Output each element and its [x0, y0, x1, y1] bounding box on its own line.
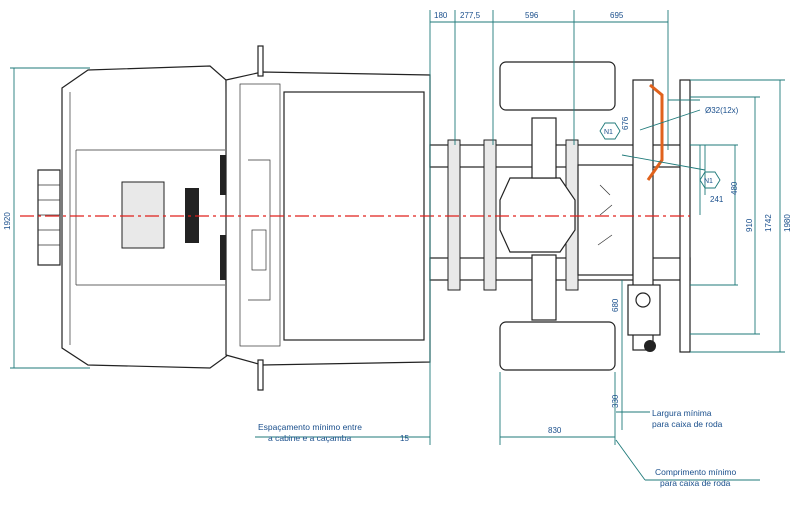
- wheel-bottom: [499, 321, 616, 371]
- callouts: Espaçamento mínimo entre a cabine e a ca…: [258, 408, 737, 488]
- dim-676: 676: [621, 116, 630, 130]
- min-width-label-2: para caixa de roda: [652, 419, 723, 429]
- crossmember-2: [483, 139, 497, 291]
- dim-top-2: 277,5: [460, 11, 481, 20]
- wheels: [499, 61, 616, 371]
- differential: [499, 177, 576, 253]
- svg-text:N1: N1: [604, 129, 613, 136]
- rear-plate: [577, 164, 634, 276]
- dim-330: 330: [611, 394, 620, 408]
- dim-480: 480: [730, 181, 739, 195]
- dim-top-3: 596: [525, 11, 539, 20]
- mirror-bottom: [257, 359, 264, 391]
- cab-gap-label-2: a cabine e a caçamba: [268, 433, 351, 443]
- note-marker-2: [699, 171, 721, 189]
- dim-overall-width: 1920: [3, 212, 12, 230]
- hood-vent: [121, 181, 165, 249]
- axle-bottom: [531, 254, 557, 321]
- dim-1742: 1742: [764, 214, 773, 232]
- front-bumper: [37, 169, 61, 266]
- svg-text:N1: N1: [704, 178, 713, 185]
- axle-top: [531, 117, 557, 179]
- mirror-top: [257, 45, 264, 77]
- chassis-frame: [429, 79, 691, 353]
- rear-crossbar: [632, 79, 654, 351]
- min-length-label-1: Comprimento mínimo: [655, 467, 737, 477]
- dimension-lines: [10, 10, 785, 481]
- note-marker-1: [599, 122, 621, 140]
- wheel-top: [499, 61, 616, 111]
- dim-241: 241: [710, 195, 724, 204]
- dim-1980: 1980: [783, 214, 792, 232]
- crossmember-1: [447, 139, 461, 291]
- hood-grille-dark: [185, 188, 199, 243]
- cab-gap-label-1: Espaçamento mínimo entre: [258, 422, 362, 432]
- dimension-labels: 180 277,5 596 695 1920 910 1742 1980 480…: [3, 11, 792, 443]
- dim-top-1: 180: [434, 11, 448, 20]
- dim-680: 680: [611, 298, 620, 312]
- cab: [37, 45, 431, 391]
- dim-910: 910: [745, 218, 754, 232]
- min-length-label-2: para caixa de roda: [660, 478, 731, 488]
- dim-top-4: 695: [610, 11, 624, 20]
- cab-door: [239, 83, 281, 347]
- note-markers: N1 N1: [599, 122, 721, 189]
- hole-spec: Ø32(12x): [705, 106, 739, 115]
- dim-15: 15: [400, 434, 409, 443]
- min-width-label-1: Largura mínima: [652, 408, 712, 418]
- dim-830: 830: [548, 426, 562, 435]
- exhaust-pipe: [646, 83, 664, 181]
